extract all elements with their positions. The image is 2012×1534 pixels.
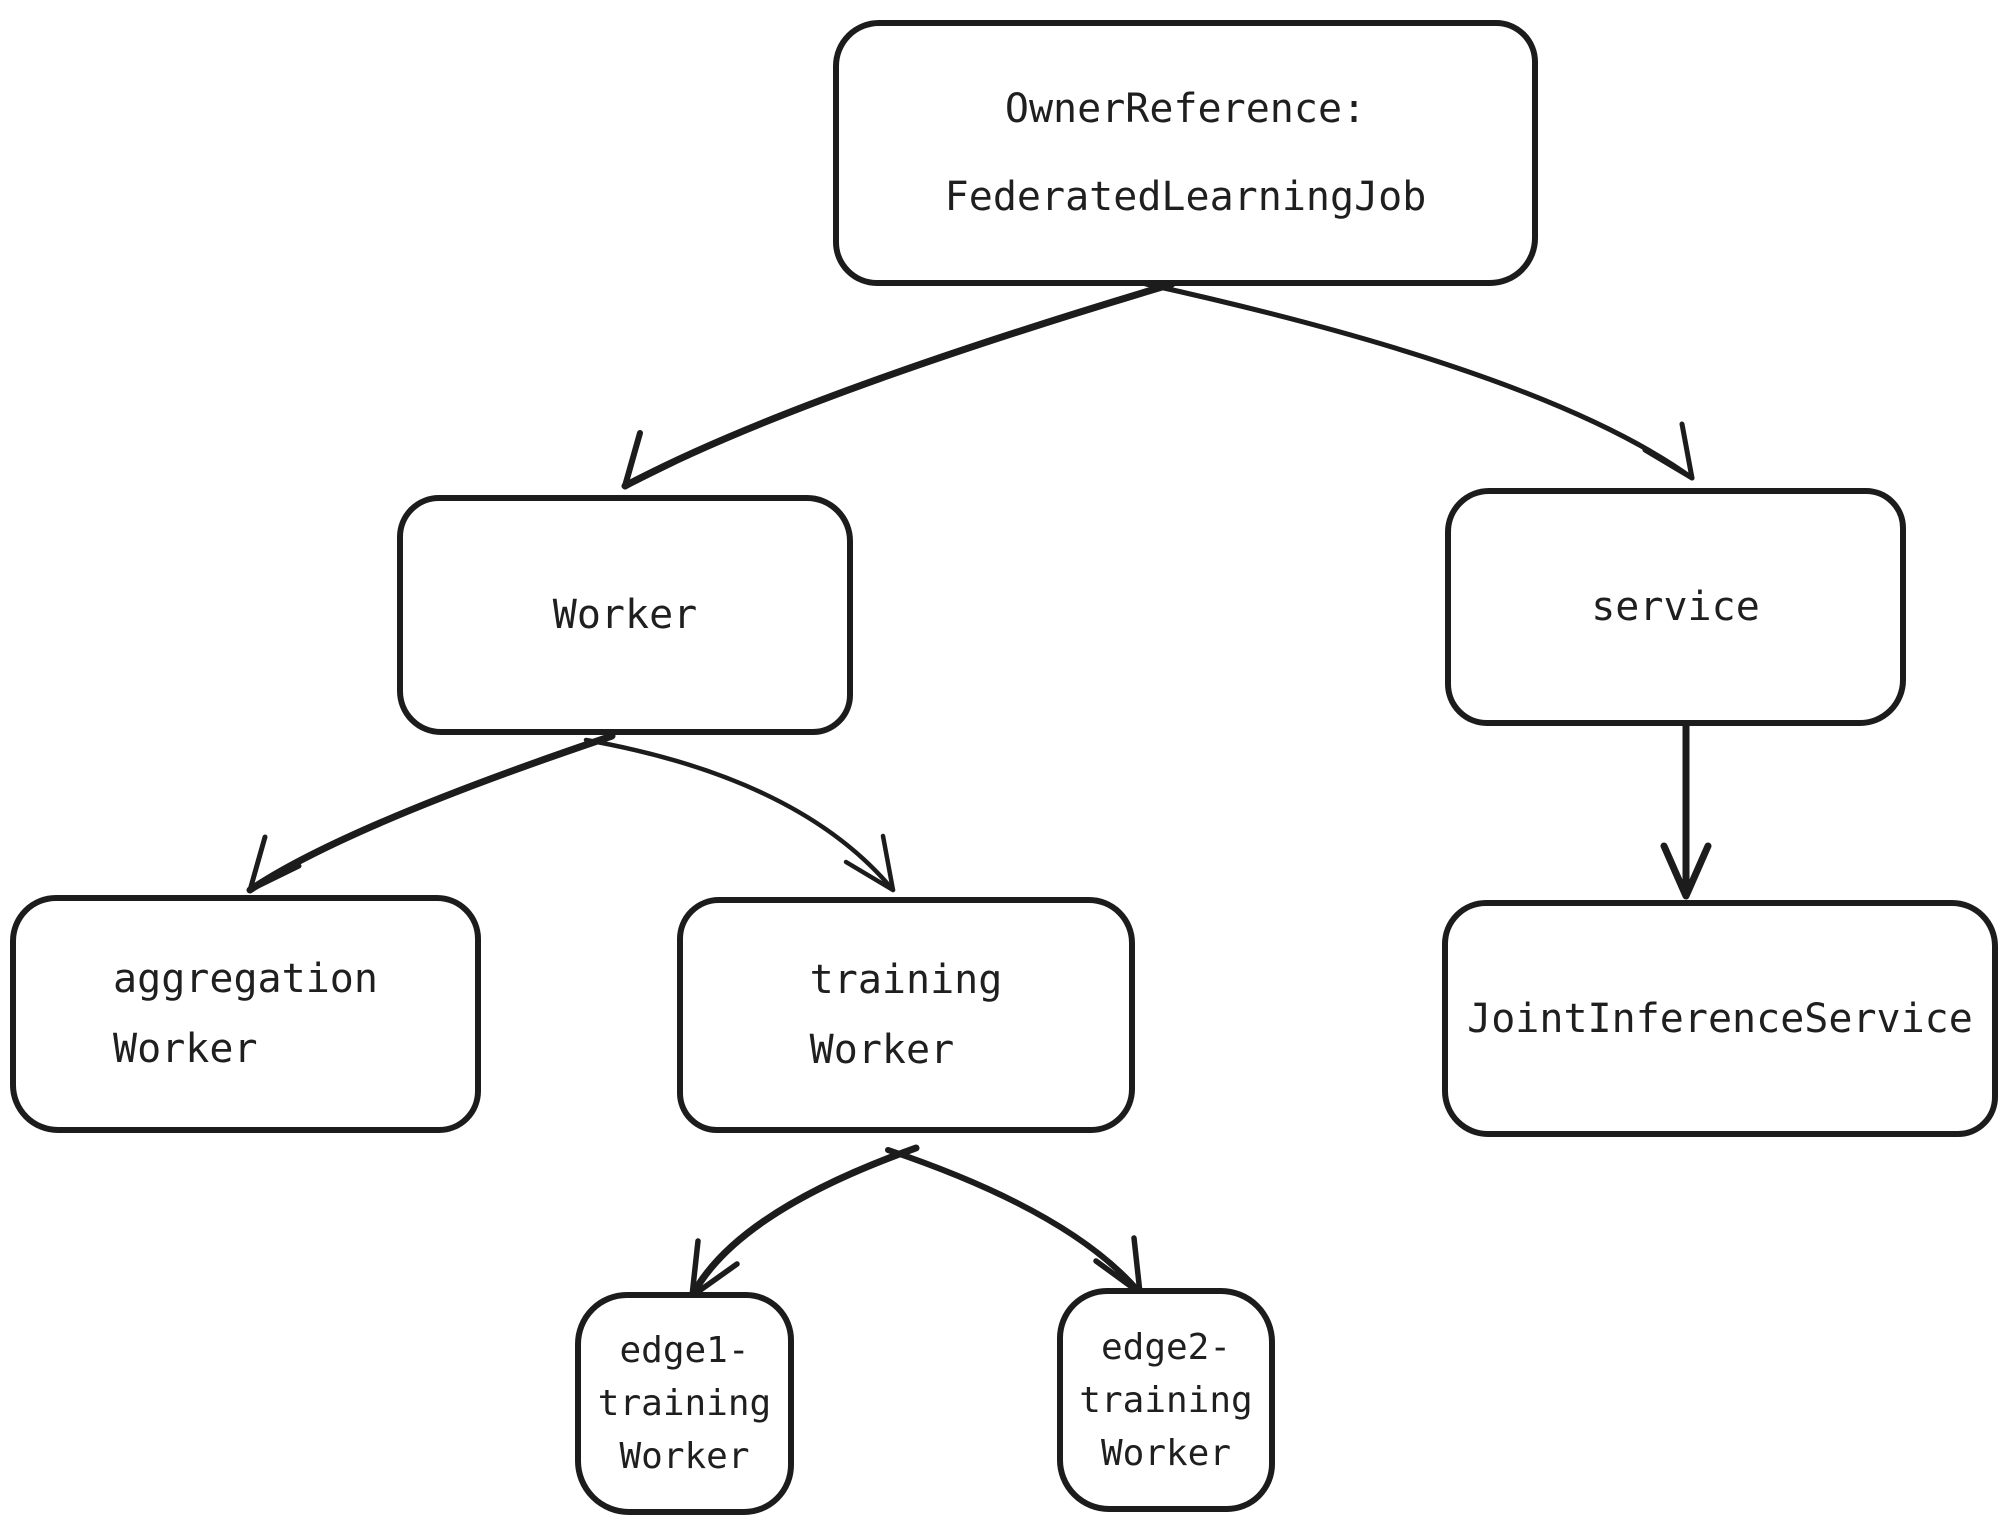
node-label-line: Worker bbox=[619, 1436, 750, 1477]
edge-service-to-joint-inference-service bbox=[1660, 722, 1712, 900]
node-label-line: Worker bbox=[1100, 1432, 1232, 1474]
node-label-line: OwnerReference: bbox=[1004, 86, 1367, 132]
node-label-line: FederatedLearningJob bbox=[944, 174, 1427, 220]
edge-training-worker-to-edge1 bbox=[688, 1144, 920, 1300]
node-service: service bbox=[1445, 488, 1906, 726]
node-aggregation-worker: aggregation Worker bbox=[10, 895, 481, 1133]
node-label-line: Worker bbox=[552, 592, 698, 638]
node-label-line: edge2- bbox=[1100, 1326, 1232, 1368]
arrowhead-icon bbox=[1660, 842, 1712, 900]
node-joint-inference-service: JointInferenceService bbox=[1442, 900, 1998, 1137]
node-label-line: Worker bbox=[113, 1026, 258, 1072]
node-label-line: training bbox=[597, 1383, 772, 1424]
edge-worker-to-aggregation-worker bbox=[246, 732, 616, 894]
arrowhead-icon bbox=[1642, 421, 1695, 481]
node-label-line: edge1- bbox=[619, 1330, 750, 1371]
node-label-line: training bbox=[809, 957, 1003, 1003]
edge-worker-to-training-worker bbox=[583, 737, 896, 893]
edge-training-worker-to-edge2 bbox=[885, 1147, 1143, 1296]
node-label-line: Worker bbox=[809, 1027, 955, 1073]
edge-owner-reference-to-worker bbox=[621, 280, 1176, 490]
node-label-line: training bbox=[1079, 1379, 1253, 1421]
arrowhead-icon bbox=[247, 834, 302, 893]
node-edge1-training-worker: edge1- training Worker bbox=[575, 1292, 794, 1515]
node-label-line: service bbox=[1591, 584, 1760, 630]
arrowhead-icon bbox=[843, 833, 896, 893]
node-label-line: aggregation bbox=[113, 956, 378, 1002]
node-label-line: JointInferenceService bbox=[1467, 995, 1973, 1042]
node-owner-reference: OwnerReference: FederatedLearningJob bbox=[833, 20, 1538, 286]
node-worker: Worker bbox=[397, 495, 853, 735]
arrowhead-icon bbox=[622, 430, 677, 489]
node-edge2-training-worker: edge2- training Worker bbox=[1057, 1288, 1275, 1512]
edge-owner-reference-to-service bbox=[1143, 281, 1695, 481]
node-training-worker: training Worker bbox=[677, 897, 1135, 1133]
